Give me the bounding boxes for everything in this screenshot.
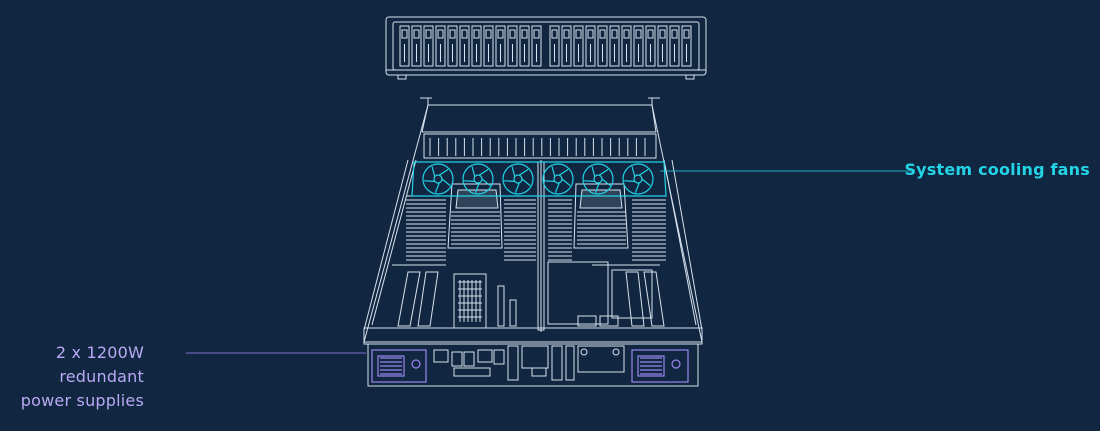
drive-bay — [585, 25, 596, 67]
drive-bay — [633, 25, 644, 67]
drive-backplane — [429, 138, 646, 156]
server-chassis — [363, 97, 703, 387]
fan-rotor — [462, 163, 494, 195]
drive-bay — [519, 25, 530, 67]
drive-bay — [621, 25, 632, 67]
psu-callout-label: 2 x 1200W redundant power supplies — [0, 341, 144, 413]
drive-bay — [561, 25, 572, 67]
chipset — [458, 280, 482, 322]
memory-dimms — [406, 195, 666, 261]
drive-bay — [435, 25, 446, 67]
psu-label-line-3: power supplies — [20, 391, 144, 410]
fan-rotor — [542, 163, 574, 195]
drive-bay — [681, 25, 692, 67]
fan-rotor — [502, 163, 534, 195]
power-supply-left — [371, 349, 427, 383]
cpu-heatsink-left — [447, 183, 503, 249]
drive-bay — [495, 25, 506, 67]
cpu-heatsink-right — [573, 183, 629, 249]
fans-callout-label: System cooling fans — [904, 160, 1090, 179]
fan-rotor — [582, 163, 614, 195]
drive-bay — [597, 25, 608, 67]
drive-bay — [507, 25, 518, 67]
drive-bay — [531, 25, 542, 67]
drive-bay — [423, 25, 434, 67]
drive-bay — [471, 25, 482, 67]
drive-bay — [483, 25, 494, 67]
drive-bay — [573, 25, 584, 67]
drive-bays — [399, 25, 692, 67]
power-supply-right — [631, 349, 689, 383]
drive-bay — [609, 25, 620, 67]
drive-bay — [447, 25, 458, 67]
drive-bay — [549, 25, 560, 67]
drive-bay — [645, 25, 656, 67]
psu-label-line-2: redundant — [59, 367, 144, 386]
fan-rotor — [622, 163, 654, 195]
drive-bay — [459, 25, 470, 67]
fan-rotor — [422, 163, 454, 195]
drive-bay — [669, 25, 680, 67]
drive-bay — [411, 25, 422, 67]
drive-cage — [385, 16, 707, 80]
psu-label-line-1: 2 x 1200W — [55, 343, 144, 362]
drive-bay — [657, 25, 668, 67]
drive-bay — [399, 25, 410, 67]
system-cooling-fans — [411, 161, 667, 197]
rear-io-ports — [433, 345, 625, 381]
